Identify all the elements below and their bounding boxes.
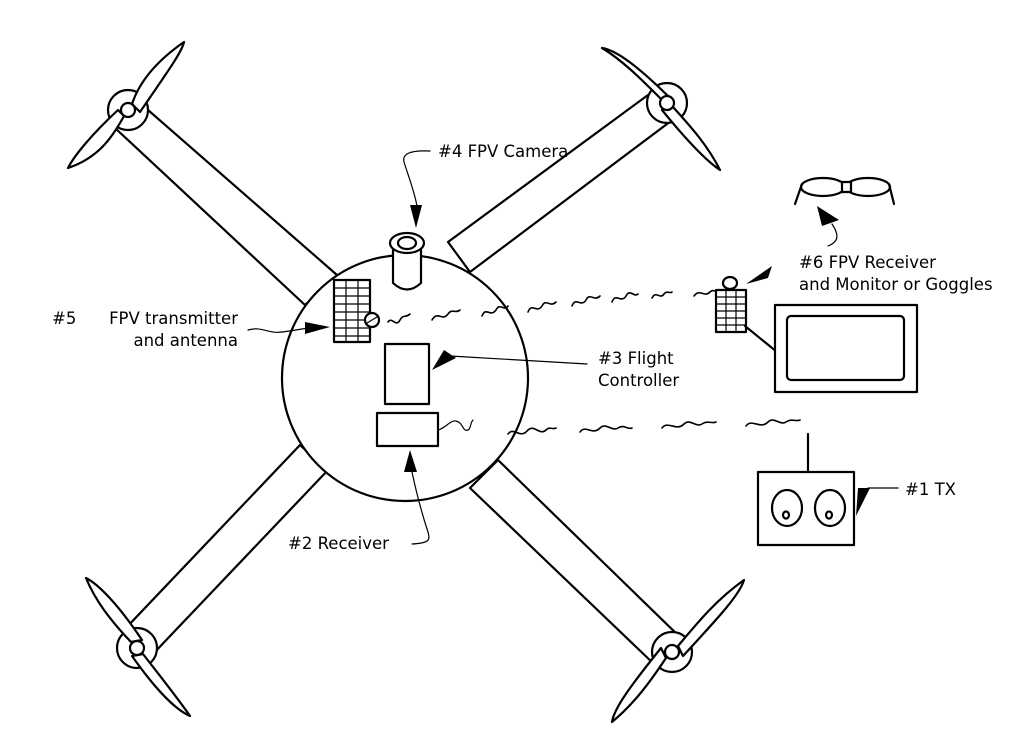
- flight-controller-pointer: [432, 350, 588, 370]
- fpv-camera: [388, 231, 426, 291]
- fpv-receiver-label-line2: and Monitor or Goggles: [799, 275, 993, 294]
- receiver-pointer: [404, 450, 430, 545]
- fpv-receiver-label-line1: #6 FPV Receiver: [799, 253, 936, 272]
- transmitter-label-line2: and antenna: [133, 331, 238, 350]
- receiver: [375, 411, 474, 448]
- propeller-top-left: [66, 40, 186, 170]
- arm-top-right: [446, 93, 677, 274]
- tx-label: #1 TX: [905, 480, 956, 499]
- propeller-top-right: [600, 46, 722, 172]
- flight-controller: [383, 342, 431, 406]
- tx-remote: [756, 432, 856, 547]
- fpv-video-receiver: [714, 275, 779, 354]
- camera-pointer: [403, 150, 431, 228]
- flight-controller-label-line1: #3 Flight: [598, 349, 674, 368]
- fpv-receiver-pointer: [746, 266, 772, 284]
- transmitter-pointer: [247, 322, 330, 334]
- flight-controller-label-line2: Controller: [598, 371, 679, 390]
- fpv-transmitter: [332, 278, 381, 344]
- goggles-pointer: [817, 206, 839, 247]
- transmitter-number-label: #5: [52, 309, 76, 328]
- arm-bottom-right: [468, 458, 685, 667]
- camera-label: #4 FPV Camera: [438, 142, 568, 161]
- tx-pointer: [856, 487, 899, 516]
- arm-top-left: [113, 101, 339, 307]
- receiver-label: #2 Receiver: [288, 534, 389, 553]
- transmitter-label-line1: FPV transmitter: [109, 309, 238, 328]
- monitor: [773, 303, 919, 394]
- fpv-goggles: [793, 176, 896, 206]
- propeller-bottom-right: [610, 578, 746, 724]
- control-signal-waves: [507, 419, 801, 435]
- propeller-bottom-left: [84, 576, 192, 718]
